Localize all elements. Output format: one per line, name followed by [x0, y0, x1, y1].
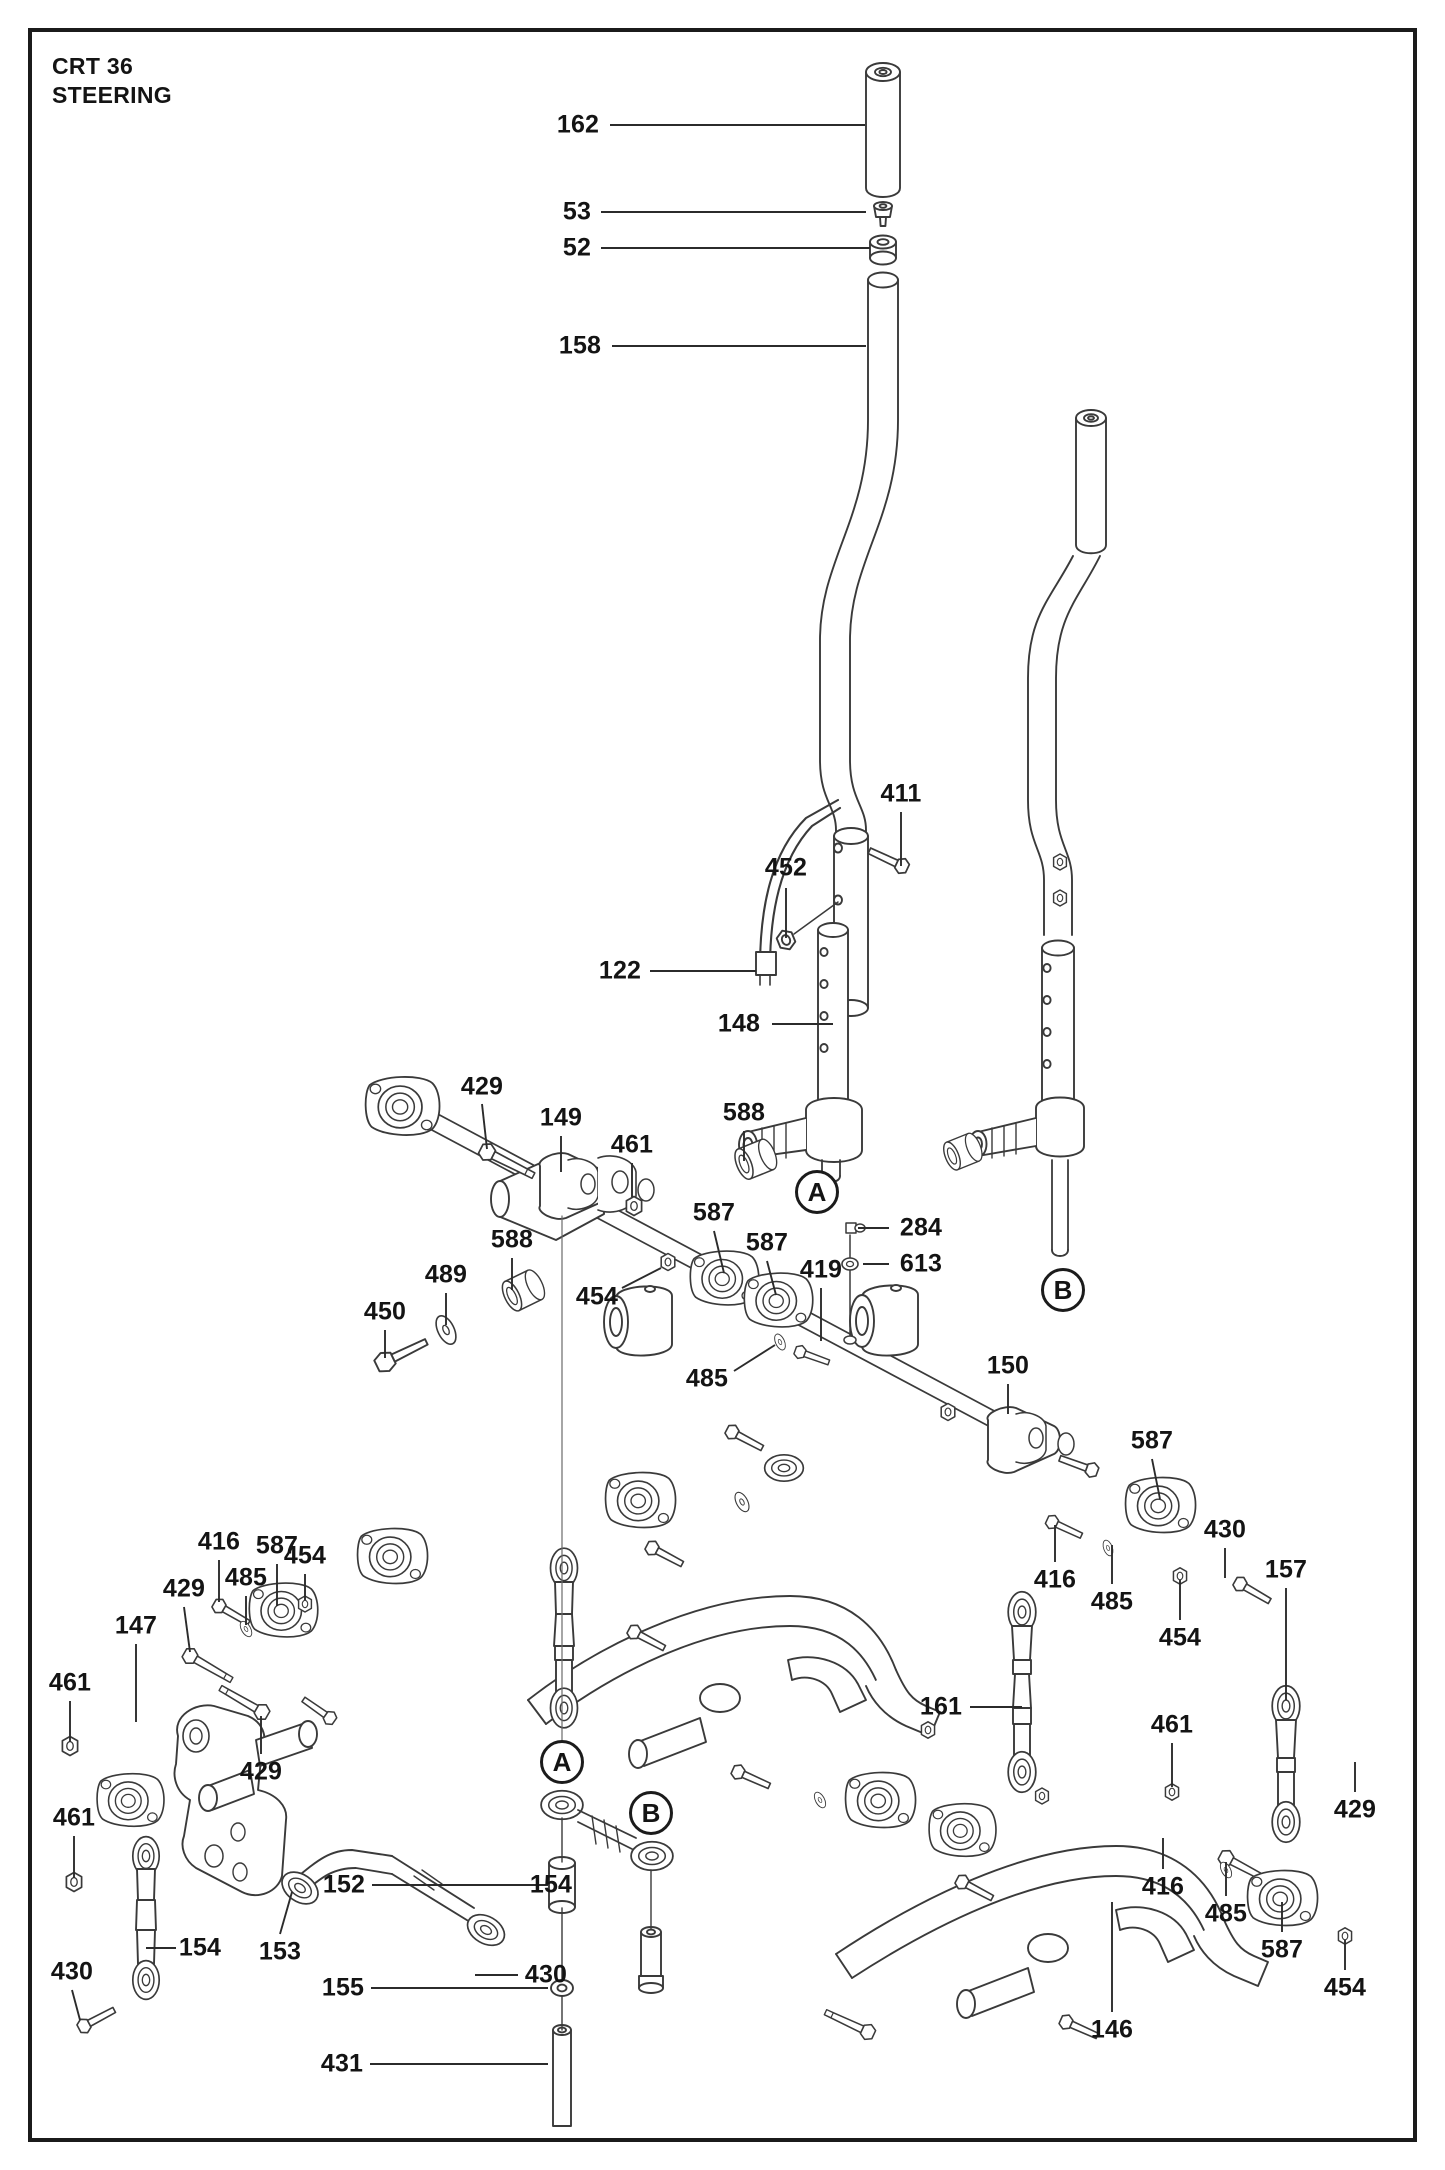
- part-label-430: 430: [50, 1957, 94, 1986]
- part-label-461: 461: [1150, 1710, 1194, 1739]
- part-label-122: 122: [598, 956, 642, 985]
- part-label-461: 461: [610, 1130, 654, 1159]
- diagram-border: [28, 28, 1417, 2142]
- part-label-588: 588: [722, 1098, 766, 1127]
- part-label-431: 431: [320, 2049, 364, 2078]
- part-label-148: 148: [717, 1009, 761, 1038]
- part-label-429: 429: [239, 1757, 283, 1786]
- part-label-485: 485: [1090, 1587, 1134, 1616]
- part-label-587: 587: [1260, 1935, 1304, 1964]
- callout-B-lower: B: [629, 1791, 673, 1835]
- part-label-429: 429: [1333, 1795, 1377, 1824]
- part-label-155: 155: [321, 1973, 365, 2002]
- part-label-154: 154: [529, 1870, 573, 1899]
- part-label-52: 52: [562, 233, 592, 262]
- part-label-154: 154: [178, 1933, 222, 1962]
- part-label-411: 411: [880, 779, 922, 808]
- part-label-416: 416: [1141, 1872, 1185, 1901]
- part-label-613: 613: [899, 1249, 943, 1278]
- part-label-454: 454: [575, 1282, 619, 1311]
- part-label-587: 587: [255, 1531, 299, 1560]
- part-label-419: 419: [799, 1255, 843, 1284]
- page-title: CRT 36 STEERING: [52, 53, 172, 109]
- part-label-430: 430: [1203, 1515, 1247, 1544]
- part-label-430: 430: [524, 1960, 568, 1989]
- part-label-161: 161: [919, 1692, 963, 1721]
- callout-A-lower: A: [540, 1740, 584, 1784]
- part-label-489: 489: [424, 1260, 468, 1289]
- part-label-461: 461: [52, 1803, 96, 1832]
- part-label-162: 162: [556, 110, 600, 139]
- part-label-485: 485: [685, 1364, 729, 1393]
- part-label-454: 454: [1323, 1973, 1367, 2002]
- part-label-416: 416: [197, 1527, 241, 1556]
- part-label-461: 461: [48, 1668, 92, 1697]
- part-label-429: 429: [162, 1574, 206, 1603]
- part-label-150: 150: [986, 1351, 1030, 1380]
- part-label-454: 454: [283, 1541, 327, 1570]
- part-label-450: 450: [363, 1297, 407, 1326]
- part-label-587: 587: [692, 1198, 736, 1227]
- part-label-454: 454: [1158, 1623, 1202, 1652]
- part-label-149: 149: [539, 1103, 583, 1132]
- part-label-152: 152: [322, 1870, 366, 1899]
- part-label-485: 485: [1204, 1899, 1248, 1928]
- part-label-147: 147: [114, 1611, 158, 1640]
- part-label-587: 587: [1130, 1426, 1174, 1455]
- part-label-416: 416: [1033, 1565, 1077, 1594]
- callout-B-upper: B: [1041, 1268, 1085, 1312]
- part-label-429: 429: [460, 1072, 504, 1101]
- part-label-53: 53: [562, 197, 592, 226]
- part-label-284: 284: [899, 1213, 943, 1242]
- part-label-588: 588: [490, 1225, 534, 1254]
- part-label-153: 153: [258, 1937, 302, 1966]
- callout-A-upper: A: [795, 1170, 839, 1214]
- part-label-146: 146: [1090, 2015, 1134, 2044]
- part-label-158: 158: [558, 331, 602, 360]
- part-label-452: 452: [764, 853, 808, 882]
- part-label-485: 485: [224, 1563, 268, 1592]
- part-label-587: 587: [745, 1228, 789, 1257]
- part-label-157: 157: [1264, 1555, 1308, 1584]
